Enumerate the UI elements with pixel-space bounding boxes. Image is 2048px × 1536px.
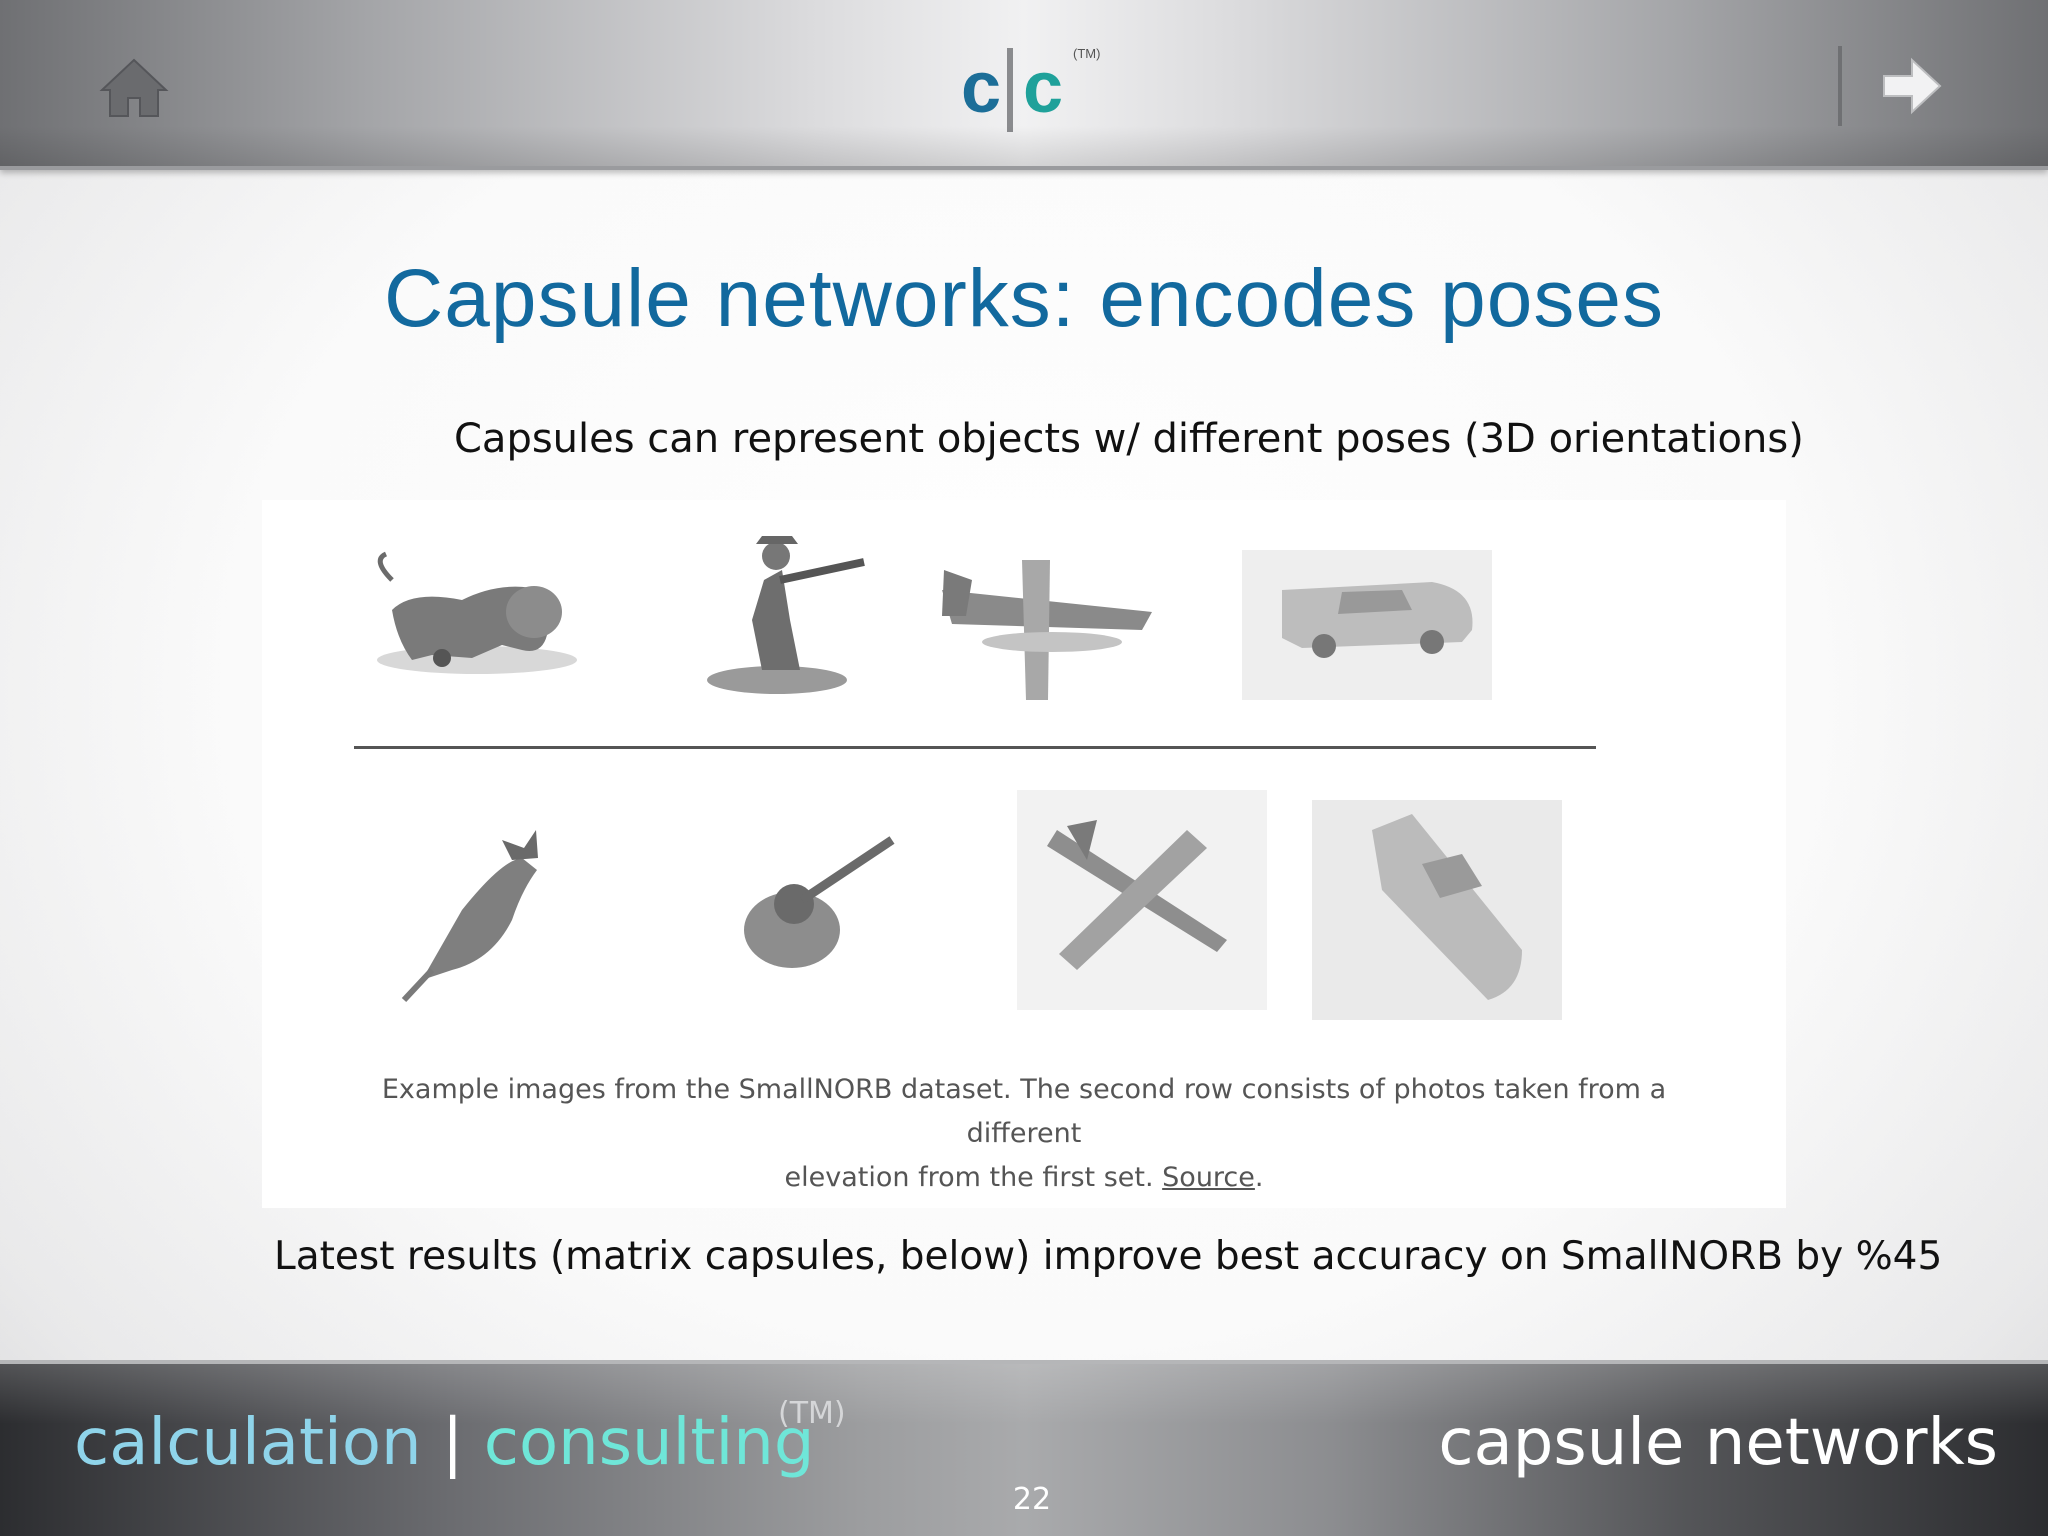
page-number: 22 (1012, 1482, 1052, 1517)
arrow-right-icon (1883, 57, 1942, 115)
footer-bar: calculation | consulting (TM) capsule ne… (0, 1360, 2048, 1536)
home-icon (99, 58, 169, 117)
caption-line-2-text: elevation from the first set. (784, 1162, 1163, 1193)
footer-trademark: (TM) (778, 1396, 846, 1431)
home-button[interactable] (98, 56, 170, 120)
logo-letter-left: c (961, 48, 1002, 128)
header-bar: c c (TM) (0, 0, 2048, 170)
caption-line-2: elevation from the first set. Source. (322, 1156, 1726, 1200)
next-slide-button[interactable] (1880, 56, 1944, 116)
lion-toy-top-view-image (401, 830, 538, 1003)
caption-period: . (1254, 1162, 1264, 1193)
sports-car-toy-top-view-image (1312, 800, 1562, 1020)
seaplane-toy-image (942, 560, 1152, 700)
sports-car-toy-image (1242, 550, 1492, 700)
smallnorb-figure: Example images from the SmallNORB datase… (262, 500, 1786, 1208)
footer-brand: calculation | consulting (74, 1406, 814, 1480)
source-link[interactable]: Source (1162, 1162, 1255, 1193)
company-logo: c c (TM) (955, 44, 1135, 144)
brand-word-consulting: consulting (483, 1406, 815, 1480)
soldier-figurine-top-view-image (744, 836, 895, 968)
airplane-toy-top-view-image (1017, 790, 1267, 1010)
brand-word-calculation: calculation (74, 1406, 422, 1480)
header-divider (1838, 46, 1842, 126)
lion-toy-image (377, 551, 577, 674)
figure-row-divider (354, 746, 1596, 749)
logo-trademark: (TM) (1073, 46, 1101, 61)
slide-title: Capsule networks: encodes poses (384, 253, 1664, 344)
figure-caption: Example images from the SmallNORB datase… (322, 1068, 1726, 1200)
slide-subtitle: Capsules can represent objects w/ differ… (454, 416, 1804, 462)
caption-line-1: Example images from the SmallNORB datase… (381, 1074, 1667, 1149)
brand-separator: | (421, 1406, 484, 1480)
results-text: Latest results (matrix capsules, below) … (274, 1234, 1943, 1279)
logo-letter-right: c (1023, 48, 1064, 128)
logo-divider (1007, 48, 1013, 132)
soldier-figurine-image (707, 536, 865, 694)
footer-topic: capsule networks (1438, 1406, 1998, 1480)
